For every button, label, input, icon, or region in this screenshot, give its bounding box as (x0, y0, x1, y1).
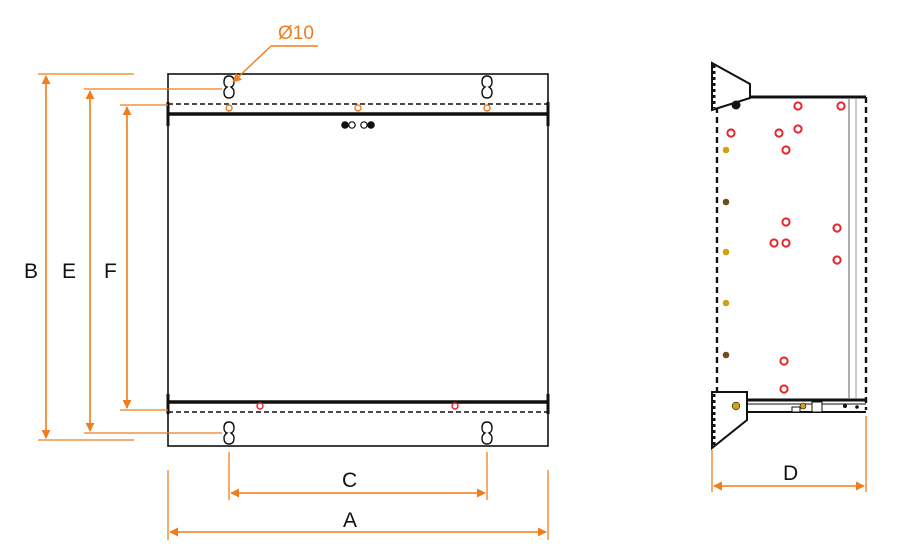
extension-lines (38, 73, 549, 540)
rail-terminal (354, 104, 362, 112)
top-mounting-rail (166, 102, 550, 126)
base-strip (747, 401, 866, 413)
keyhole-slot-top-left (223, 75, 235, 99)
enclosure-outline (167, 73, 549, 447)
rail-terminal (451, 402, 459, 410)
mounting-bracket-bottom (711, 391, 748, 451)
hole-diameter-label: Ø10 (278, 23, 314, 44)
dimension-a: A (169, 509, 547, 537)
bottom-mounting-rail (166, 394, 550, 414)
dimension-b: B (24, 75, 51, 439)
front-view: Ø10 B E F (24, 23, 550, 540)
dimension-d: D (713, 462, 865, 491)
side-view: D (711, 61, 868, 492)
keyhole-slot-top-right (481, 75, 493, 99)
rail-terminal (483, 104, 491, 112)
dimension-b-label: B (24, 260, 38, 283)
dimension-f-label: F (104, 260, 117, 283)
red-terminals (726, 101, 846, 394)
hole-diameter-callout: Ø10 (232, 23, 318, 83)
dimension-f: F (104, 106, 132, 409)
keyhole-slot-bottom-left (223, 421, 235, 445)
dimension-a-label: A (343, 509, 357, 532)
dimension-e-label: E (62, 260, 76, 283)
mounting-bracket-top (711, 61, 751, 112)
dimension-c-label: C (342, 469, 357, 492)
dimension-d-label: D (783, 462, 798, 485)
rail-terminal (225, 104, 233, 112)
wall-terminals (722, 146, 730, 359)
dimension-e: E (62, 90, 95, 432)
dimension-c: C (230, 469, 486, 498)
connector-cluster (341, 121, 375, 129)
rail-terminal (256, 402, 264, 410)
keyhole-slot-bottom-right (481, 421, 493, 445)
